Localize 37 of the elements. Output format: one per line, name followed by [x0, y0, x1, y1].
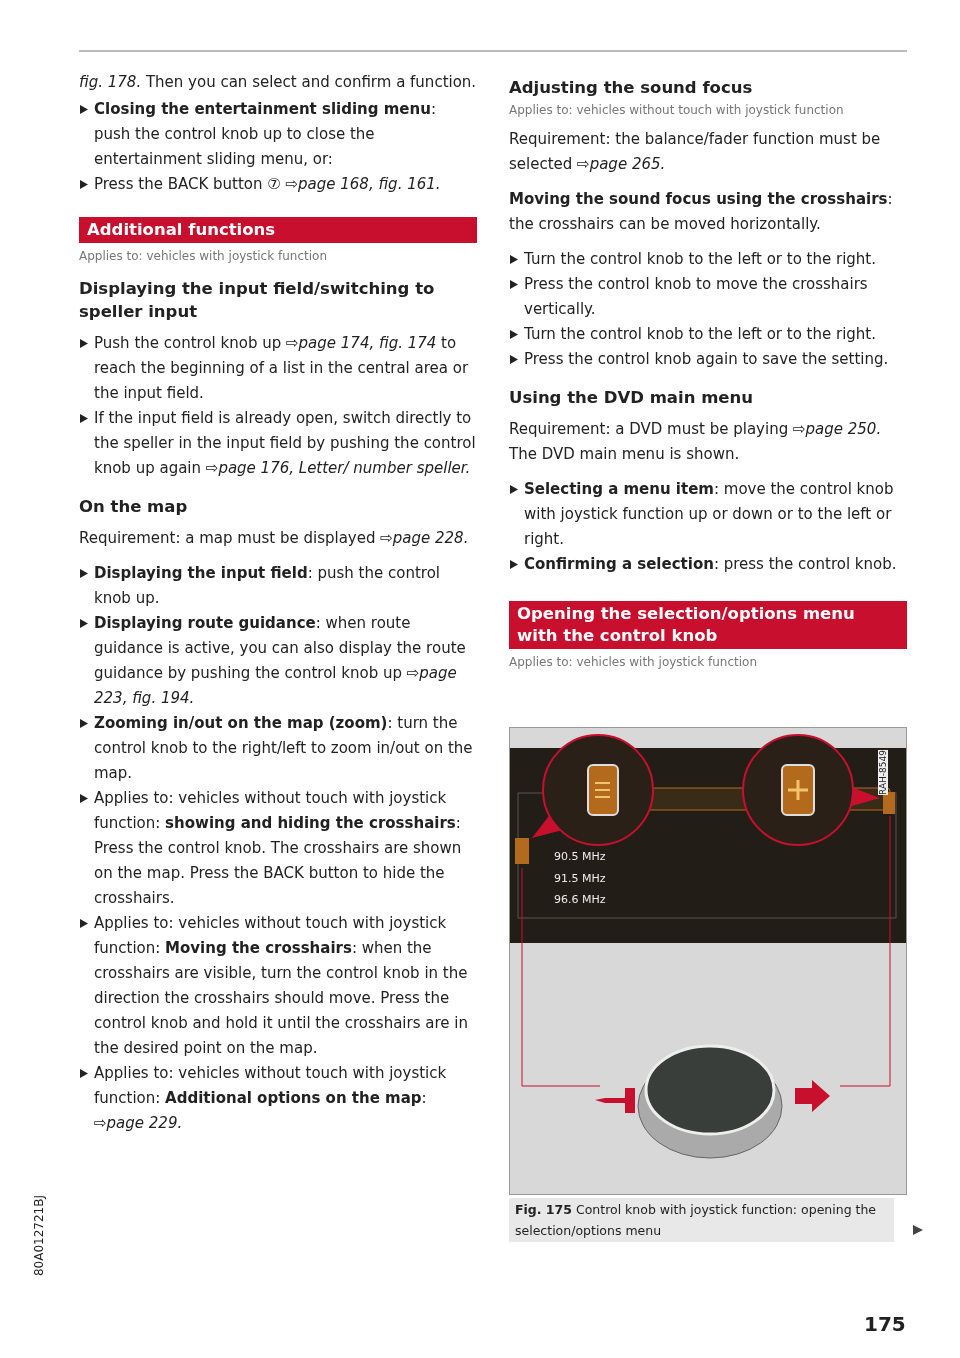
section-heading: Adjusting the sound focus — [509, 77, 754, 99]
list-item-text: Applies to: vehicles without touch with joystick function: showing and hiding the crosshairs: Press the control knob. The crosshairs are shown on the map. Press the BACK button to hide the crosshairs. — [94, 789, 462, 907]
list-item-text: If the input field is already open, switch directly to the speller in the input field by pushing the control knob up again ⇨page 176, Letter/ number speller. — [94, 409, 476, 477]
image-code: RAH-8549 — [878, 750, 888, 795]
list-item-text: Confirming a selection: press the control knob. — [524, 555, 897, 573]
body-text: Requirement: a map must be displayed ⇨page 228. — [79, 528, 470, 549]
list-item-text: Zooming in/out on the map (zoom): turn the control knob to the right/left to zoom in/out on the map. — [94, 714, 473, 782]
section-banner: Opening the selection/options menu with the control knob — [509, 601, 907, 649]
section-banner: Additional functions — [79, 217, 477, 243]
list-item-text: Selecting a menu item: move the control knob with joystick function up or down or to the left or right. — [524, 480, 894, 548]
page-number: 175 — [864, 1312, 906, 1336]
list-item-text: Closing the entertainment sliding menu: push the control knob up to close the entertainment sliding menu, or: — [94, 100, 436, 168]
list-item-text: Turn the control knob to the left or to the right. — [524, 325, 876, 343]
list-item-text: Displaying the input field: push the control knob up. — [94, 564, 440, 607]
figure-caption: Fig. 175 Control knob with joystick function: opening the selection/options menu — [509, 1198, 894, 1242]
list-item-text: Applies to: vehicles without touch with joystick function: Moving the crosshairs: when the crosshairs are visible, turn the control knob in the direction the crosshairs should move. Press the control knob and hold it until the crosshairs are in the desired point on the map. — [94, 914, 468, 1057]
list-item-text: Press the control knob to move the crosshairs vertically. — [524, 275, 868, 318]
body-text: fig. 178. Then you can select and confirm a function. — [79, 72, 477, 93]
frequency-text: 96.6 MHz — [554, 893, 606, 906]
applicability-note: Applies to: vehicles without touch with joystick function — [509, 102, 845, 119]
section-heading: On the map — [79, 496, 189, 518]
list-item-text: Displaying route guidance: when route guidance is active, you can also display the route guidance by pushing the control knob up ⇨page 223, fig. 194. — [94, 614, 466, 707]
section-heading: Displaying the input field/switching to speller input — [79, 278, 436, 323]
section-heading: Using the DVD main menu — [509, 387, 754, 409]
list-item-text: Press the BACK button ⑦ ⇨page 168, fig. 161. — [94, 175, 441, 193]
body-text: Requirement: a DVD must be playing ⇨page 250. The DVD main menu is shown. — [509, 419, 883, 465]
applicability-note: Applies to: vehicles with joystick function — [79, 248, 328, 265]
frequency-text: 90.5 MHz — [554, 850, 606, 863]
applicability-note: Applies to: vehicles with joystick function — [509, 654, 758, 671]
list-item-text: Turn the control knob to the left or to the right. — [524, 250, 876, 268]
list-item-text: Press the control knob again to save the setting. — [524, 350, 889, 368]
list-item-text: Applies to: vehicles without touch with joystick function: Additional options on the map: ⇨page 229. — [94, 1064, 447, 1132]
list-item-text: Push the control knob up ⇨page 174, fig. 174 to reach the beginning of a list in the central area or the input field. — [94, 334, 469, 402]
frequency-text: 91.5 MHz — [554, 872, 606, 885]
document-code: 80A012721BJ — [32, 1195, 46, 1277]
body-text: Requirement: the balance/fader function must be selected ⇨page 265. — [509, 129, 882, 175]
body-text: Moving the sound focus using the crosshairs: the crosshairs can be moved horizontally. — [509, 189, 894, 235]
